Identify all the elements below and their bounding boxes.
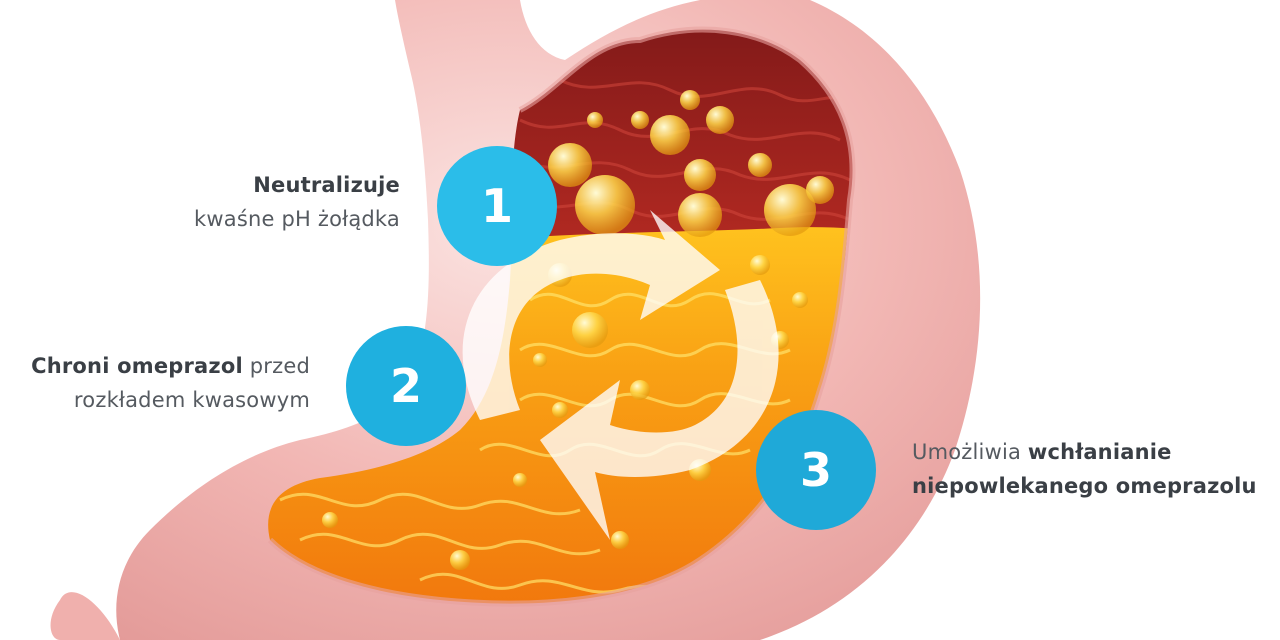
step-2-number: 2 <box>389 359 422 413</box>
step-1-badge: 1 <box>437 146 557 266</box>
step-3-bold-line2: niepowlekanego omeprazolu <box>912 474 1257 498</box>
step-2-badge: 2 <box>346 326 466 446</box>
duodenum <box>50 592 120 640</box>
step-3-caption: Umożliwia wchłanianie niepowlekanego ome… <box>912 435 1280 503</box>
step-1-text: kwaśne pH żołądka <box>194 207 400 231</box>
step-2-text-after: przed <box>242 354 310 378</box>
step-2-bold: Chroni omeprazol <box>31 354 243 378</box>
step-3-badge: 3 <box>756 410 876 530</box>
refresh-arrows-icon <box>462 210 779 540</box>
step-3-number: 3 <box>799 443 832 497</box>
step-1-number: 1 <box>480 179 513 233</box>
step-1-bold: Neutralizuje <box>253 173 400 197</box>
step-3-prefix: Umożliwia <box>912 440 1028 464</box>
step-2-caption: Chroni omeprazol przed rozkładem kwasowy… <box>0 349 310 417</box>
step-1-caption: Neutralizuje kwaśne pH żołądka <box>100 168 400 236</box>
step-3-bold-line1: wchłanianie <box>1027 440 1172 464</box>
step-2-line2: rozkładem kwasowym <box>73 388 310 412</box>
